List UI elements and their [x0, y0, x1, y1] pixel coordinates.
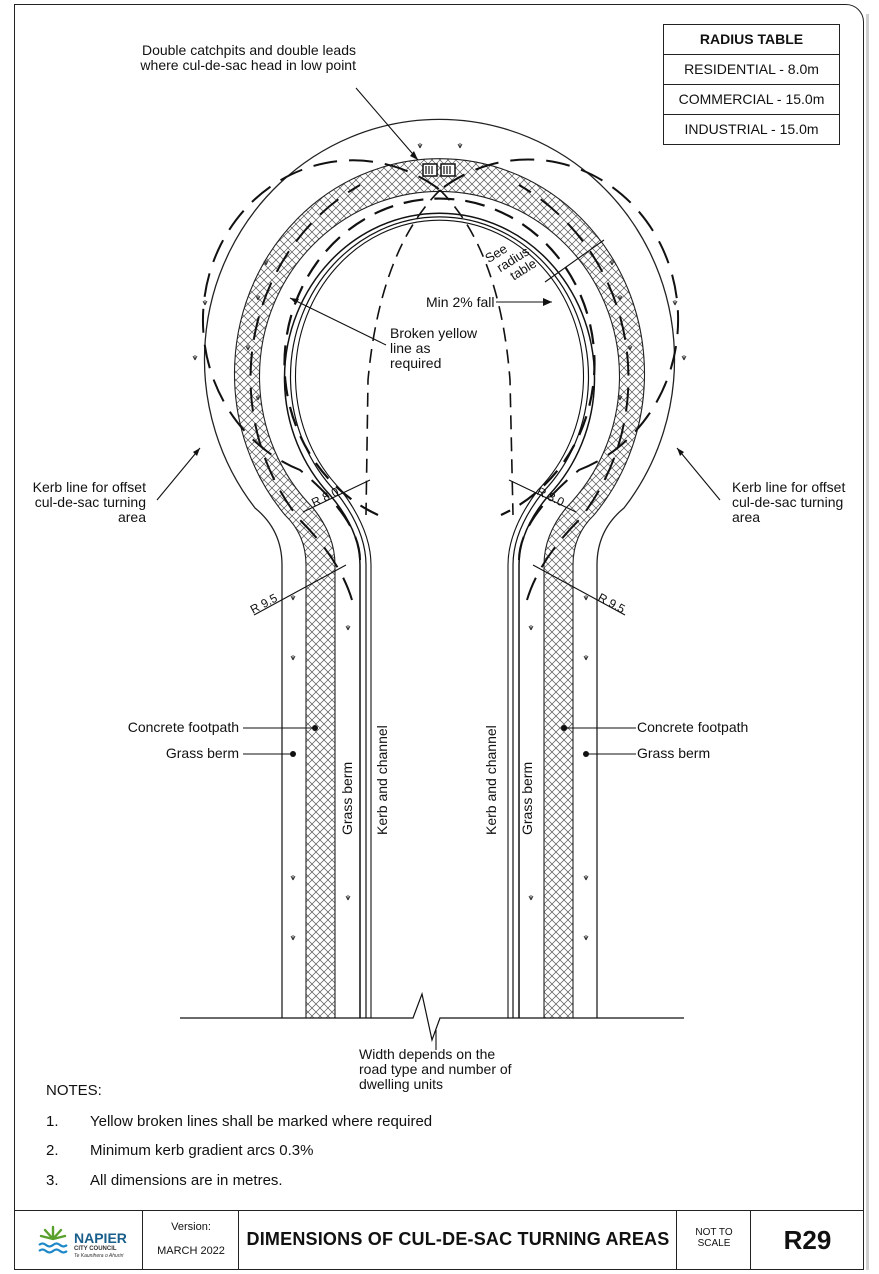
broken-yellow-line [283, 197, 596, 516]
version-cell: Version: MARCH 2022 [143, 1211, 239, 1269]
radius-table-row-residential: RESIDENTIAL - 8.0m [664, 54, 839, 84]
min-fall-label: Min 2% fall [426, 294, 495, 310]
grass-berm-vertical-right: Grass berm [519, 762, 535, 835]
catchpits-callout: Double catchpits and double leads where … [140, 42, 356, 73]
note-text: Minimum kerb gradient arcs 0.3% [90, 1142, 314, 1159]
note-number: 3. [46, 1172, 59, 1189]
grass-berm-label-right: Grass berm [637, 745, 711, 761]
logo-subtitle: CITY COUNCIL [74, 1246, 117, 1252]
width-note-label: Width depends on the road type and numbe… [359, 1046, 512, 1092]
concrete-footpath-label-left: Concrete footpath [127, 719, 239, 735]
concrete-footpath-hatch [233, 158, 646, 1019]
concrete-footpath-label-right: Concrete footpath [637, 719, 749, 735]
radius-table-row-industrial: INDUSTRIAL - 15.0m [664, 114, 839, 144]
logo-tagline: Te Kaunihera o Ahuriri [74, 1253, 124, 1259]
version-value: MARCH 2022 [157, 1245, 225, 1257]
radius-95-left-label: R 9.5 [248, 591, 280, 617]
radius-table-row-commercial: COMMERCIAL - 15.0m [664, 84, 839, 114]
kerb-channel-line-outer [283, 212, 596, 1018]
radius-table-title: RADIUS TABLE [699, 31, 804, 47]
outer-boundary-line [203, 118, 676, 1018]
note-number: 1. [46, 1113, 59, 1130]
drawing-frame [14, 4, 864, 1270]
radius-table: RADIUS TABLE RESIDENTIAL - 8.0m COMMERCI… [663, 24, 840, 145]
drawing-title-cell: DIMENSIONS OF CUL-DE-SAC TURNING AREAS [239, 1211, 677, 1269]
broken-yellow-line-callout: Broken yellow line as required [390, 325, 478, 371]
fall-line-left [365, 189, 441, 516]
kerb-channel-vertical-left: Kerb and channel [374, 725, 390, 835]
radius-80-left-label: R 8.0 [309, 484, 341, 509]
double-catchpit-icon [422, 163, 456, 177]
kerb-offset-callout-right: Kerb line for offset cul-de-sac turning … [732, 479, 846, 525]
kerb-channel-vertical-right: Kerb and channel [483, 725, 499, 835]
see-radius-table-label: See radius table [482, 230, 542, 290]
note-text: All dimensions are in metres. [90, 1172, 283, 1189]
napier-logo-icon [38, 1225, 68, 1254]
drawing-number-cell: R29 [751, 1211, 864, 1269]
scale-note: NOT TO SCALE [695, 1227, 733, 1249]
grass-berm-vertical-left: Grass berm [339, 762, 355, 835]
leader-lines [156, 87, 721, 1050]
scale-cell: NOT TO SCALE [677, 1211, 751, 1269]
title-block: NAPIER CITY COUNCIL Te Kaunihera o Ahuri… [14, 1210, 864, 1270]
note-text: Yellow broken lines shall be marked wher… [90, 1113, 433, 1130]
page-edge-shadow [866, 14, 869, 1270]
radius-95-right-label: R 9.5 [596, 590, 628, 616]
radius-80-right-label: R 8.0 [535, 484, 567, 509]
ground-break-line [180, 991, 684, 1043]
leader-arrowheads [193, 151, 684, 757]
version-label: Version: [171, 1221, 211, 1233]
logo-cell: NAPIER CITY COUNCIL Te Kaunihera o Ahuri… [14, 1211, 143, 1269]
grass-berm-label-left: Grass berm [165, 745, 239, 761]
notes-heading: NOTES: [46, 1082, 102, 1099]
logo-name: NAPIER [74, 1230, 127, 1246]
grass-tuft-symbols [192, 143, 687, 941]
kerb-channel-line-inner [294, 219, 585, 1018]
kerb-offset-callout-left: Kerb line for offset cul-de-sac turning … [32, 479, 146, 525]
offset-kerb-line-left [202, 159, 441, 561]
drawing-number: R29 [783, 1225, 832, 1255]
kerb-channel-line-mid [289, 216, 590, 1018]
note-number: 2. [46, 1142, 59, 1159]
offset-kerb-line-left-outer [249, 184, 361, 601]
fall-line-right [439, 189, 514, 516]
offset-kerb-line-right-outer [518, 184, 630, 601]
drawing-title: DIMENSIONS OF CUL-DE-SAC TURNING AREAS [246, 1229, 670, 1249]
